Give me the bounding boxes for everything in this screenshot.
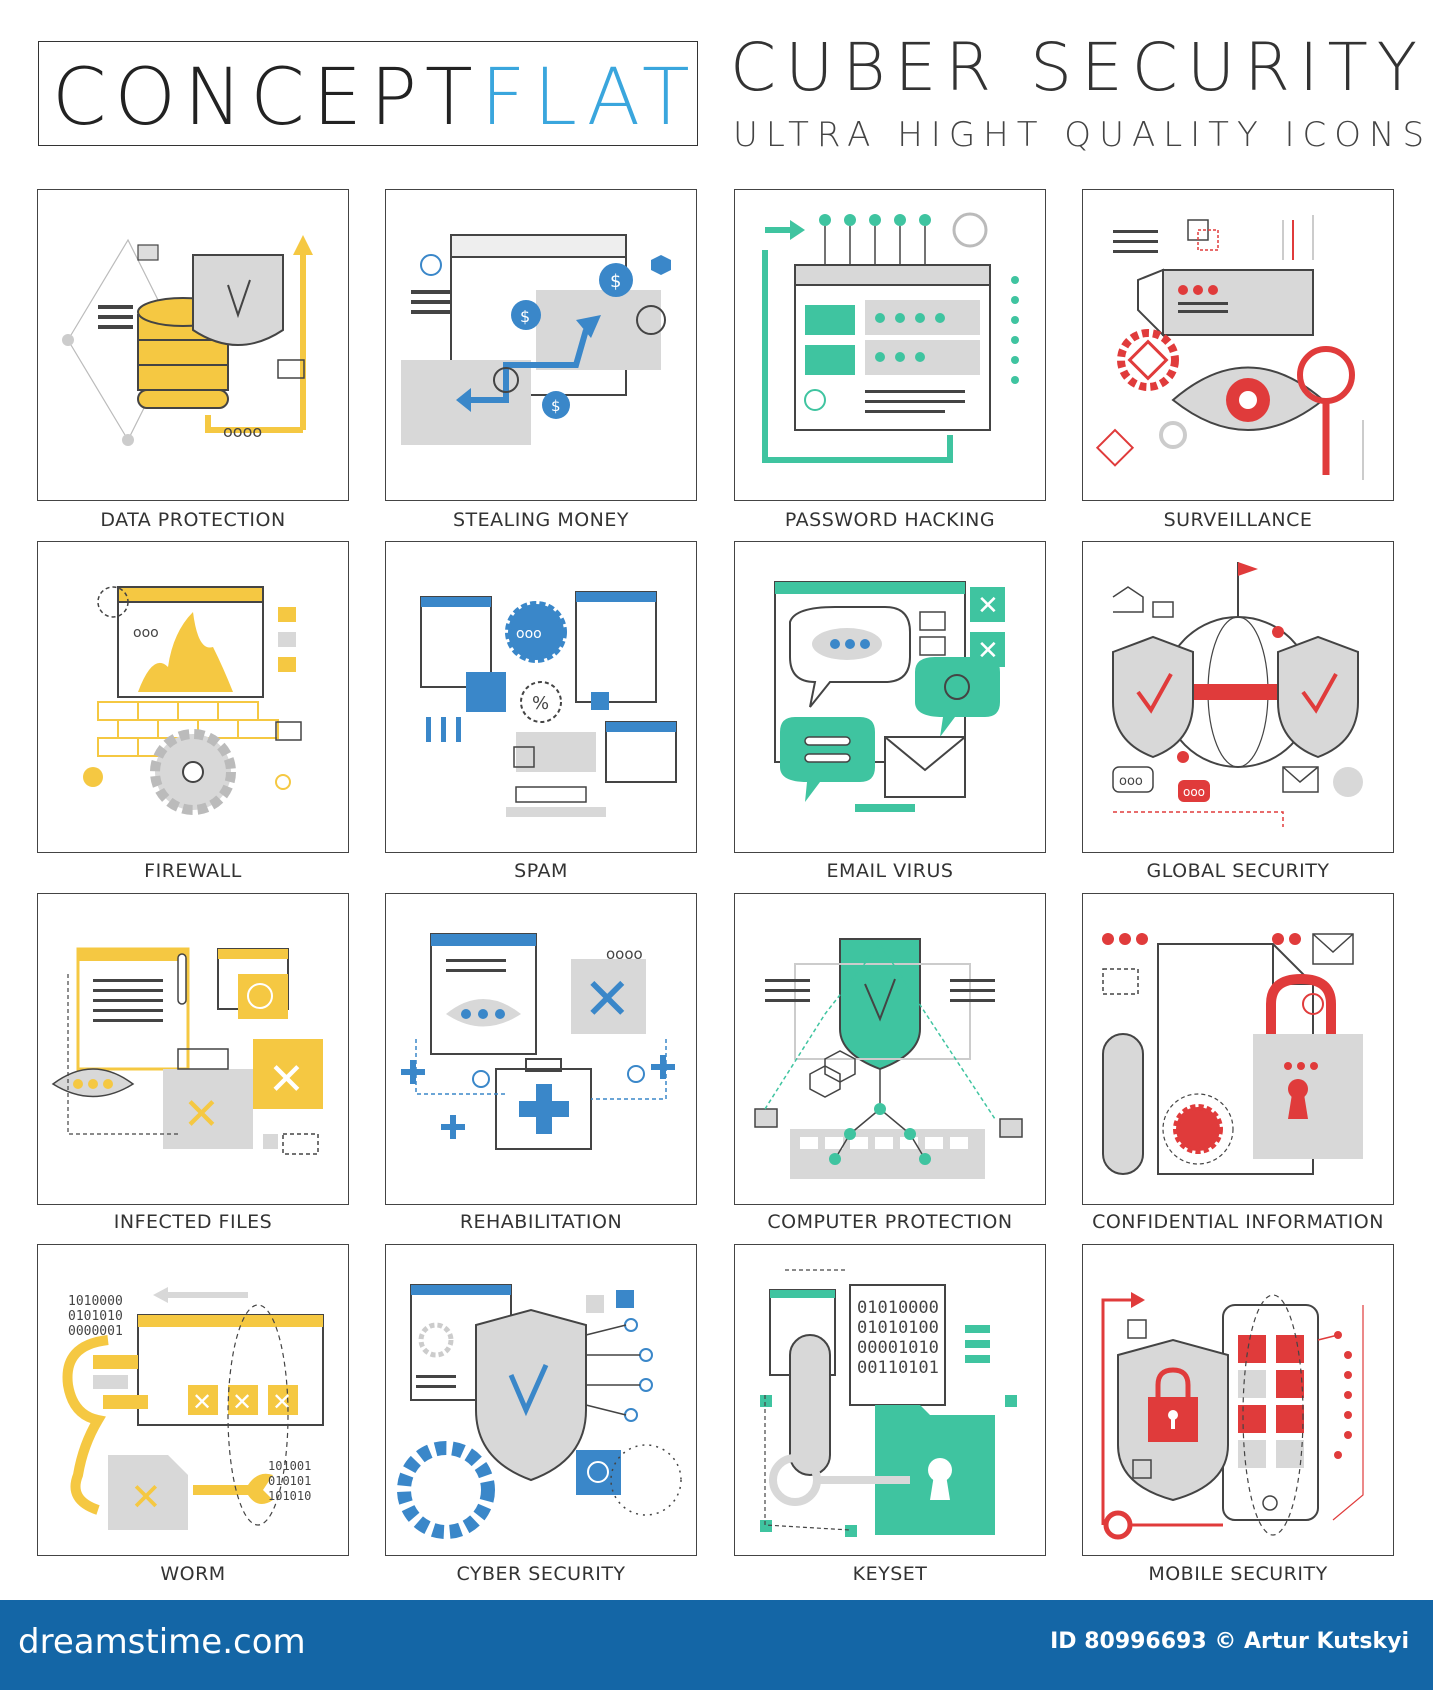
tile-email-virus[interactable]: ✕ ✕ <box>734 541 1046 853</box>
svg-text:✕: ✕ <box>977 591 999 621</box>
svg-text:✕: ✕ <box>232 1388 252 1416</box>
svg-text:$: $ <box>610 271 621 292</box>
svg-text:ooo: ooo <box>1183 785 1205 799</box>
tile-keyset[interactable]: 01010000 01010100 00001010 00110101 <box>734 1244 1046 1556</box>
footer-brand[interactable]: dreamstime.com <box>18 1622 306 1662</box>
firewall-icon: ooo <box>83 586 302 815</box>
svg-text:01010100: 01010100 <box>857 1318 939 1338</box>
svg-text:00001010: 00001010 <box>857 1338 939 1358</box>
tile-global-security[interactable]: ooo ooo <box>1082 541 1394 853</box>
label-confidential-information: CONFIDENTIAL INFORMATION <box>1092 1211 1384 1233</box>
label-firewall: FIREWALL <box>144 860 242 882</box>
tile-infected-files[interactable]: ✕ ✕ <box>37 893 349 1205</box>
tile-computer-protection[interactable] <box>734 893 1046 1205</box>
tile-data-protection[interactable]: oooo <box>37 189 349 501</box>
worm-icon: 1010000 0101010 0000001 ✕ ✕ ✕ ✕ 101001 0… <box>62 1287 324 1530</box>
tile-firewall[interactable]: ooo <box>37 541 349 853</box>
svg-text:ooo: ooo <box>1119 774 1143 789</box>
tile-confidential-information[interactable] <box>1082 893 1394 1205</box>
infected-files-icon: ✕ ✕ <box>51 947 323 1155</box>
label-spam: SPAM <box>514 860 568 882</box>
concept-word: CONCEPT <box>52 53 481 143</box>
email-virus-icon: ✕ ✕ <box>774 581 1005 812</box>
spam-windows-icon: ooo % <box>420 591 677 817</box>
svg-text:✕: ✕ <box>183 1089 220 1140</box>
padlock-document-icon <box>1102 933 1363 1175</box>
label-email-virus: EMAIL VIRUS <box>826 860 954 882</box>
svg-text:00110101: 00110101 <box>857 1358 939 1378</box>
label-global-security: GLOBAL SECURITY <box>1146 860 1330 882</box>
page-title: CUBER SECURITY <box>730 29 1427 106</box>
svg-text:%: % <box>532 693 549 714</box>
camera-eye-icon <box>1095 215 1364 480</box>
svg-text:oooo: oooo <box>223 422 262 441</box>
svg-text:✕: ✕ <box>272 1388 292 1416</box>
label-data-protection: DATA PROTECTION <box>100 509 286 531</box>
svg-text:010101: 010101 <box>268 1474 311 1488</box>
page-subtitle: ULTRA HIGHT QUALITY ICONS <box>733 115 1433 155</box>
mobile-lock-icon <box>1101 1292 1364 1540</box>
svg-text:101010: 101010 <box>268 1489 311 1503</box>
label-worm: WORM <box>160 1563 226 1585</box>
tile-worm[interactable]: 1010000 0101010 0000001 ✕ ✕ ✕ ✕ 101001 0… <box>37 1244 349 1556</box>
label-rehabilitation: REHABILITATION <box>459 1211 623 1233</box>
hacked-browser-icon <box>762 212 1019 463</box>
money-transfer-icon: $ $ $ <box>401 234 671 445</box>
label-mobile-security: MOBILE SECURITY <box>1148 1563 1328 1585</box>
svg-text:101001: 101001 <box>268 1459 311 1473</box>
label-keyset: KEYSET <box>852 1563 928 1585</box>
concept-flat-title: CONCEPTFLAT <box>52 48 698 148</box>
key-folder-icon: 01010000 01010100 00001010 00110101 <box>760 1269 1017 1537</box>
tile-password-hacking[interactable] <box>734 189 1046 501</box>
label-computer-protection: COMPUTER PROTECTION <box>767 1211 1013 1233</box>
svg-text:✕: ✕ <box>130 1475 162 1519</box>
label-infected-files: INFECTED FILES <box>113 1211 273 1233</box>
tile-rehabilitation[interactable]: ✕ oooo <box>385 893 697 1205</box>
svg-text:$: $ <box>551 397 561 415</box>
svg-text:oooo: oooo <box>606 945 643 963</box>
tile-stealing-money[interactable]: $ $ $ <box>385 189 697 501</box>
tile-spam[interactable]: ooo % <box>385 541 697 853</box>
svg-text:01010000: 01010000 <box>857 1298 939 1318</box>
label-cyber-security: CYBER SECURITY <box>456 1563 626 1585</box>
computer-shield-icon <box>754 938 1023 1179</box>
flat-word: FLAT <box>480 53 698 143</box>
svg-text:0000001: 0000001 <box>68 1324 123 1339</box>
svg-text:$: $ <box>520 307 530 326</box>
header-frame <box>38 41 698 146</box>
label-password-hacking: PASSWORD HACKING <box>784 509 996 531</box>
svg-text:✕: ✕ <box>192 1388 212 1416</box>
shield-gear-icon <box>397 1284 682 1539</box>
svg-text:0101010: 0101010 <box>68 1309 123 1324</box>
footer-credit: ID 80996693 © Artur Kutskyi <box>1050 1629 1409 1654</box>
svg-text:ooo: ooo <box>133 625 159 641</box>
footer-bar: dreamstime.com ID 80996693 © Artur Kutsk… <box>0 1600 1433 1690</box>
svg-text:✕: ✕ <box>583 965 632 1033</box>
medkit-icon: ✕ oooo <box>401 933 675 1150</box>
globe-shields-icon: ooo ooo <box>1112 562 1363 827</box>
svg-text:1010000: 1010000 <box>68 1294 123 1309</box>
database-shield-icon: oooo <box>62 235 313 446</box>
tile-cyber-security[interactable] <box>385 1244 697 1556</box>
label-stealing-money: STEALING MONEY <box>452 509 629 531</box>
tile-surveillance[interactable] <box>1082 189 1394 501</box>
svg-text:✕: ✕ <box>268 1054 305 1105</box>
svg-text:ooo: ooo <box>516 626 542 642</box>
label-surveillance: SURVEILLANCE <box>1163 509 1313 531</box>
tile-mobile-security[interactable] <box>1082 1244 1394 1556</box>
